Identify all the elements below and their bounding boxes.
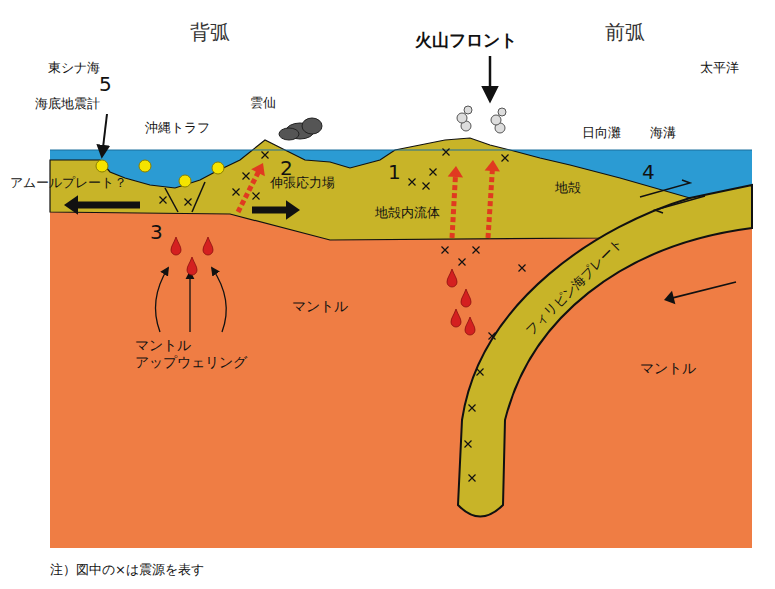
hypocenter-mark: [489, 333, 496, 340]
volcano-smoke: [457, 106, 506, 133]
layer-label: マントル: [292, 298, 348, 315]
hypocenter-mark: [409, 179, 416, 186]
volcano-smoke: [464, 106, 472, 114]
markers: [64, 149, 736, 482]
arrow-head: [64, 195, 78, 215]
arrow-head: [448, 166, 463, 177]
plate-label: アムールプレート？: [10, 175, 127, 191]
caption: 注）図中の×は震源を表す: [50, 562, 204, 578]
extension-arrow: [252, 207, 289, 214]
place-label: 太平洋: [700, 60, 739, 76]
hypocenter-mark: [443, 149, 450, 156]
magma-drop: [451, 309, 461, 327]
callout-number: 4: [642, 160, 655, 184]
eruption-cloud: [279, 128, 299, 140]
upwelling-arrows: [212, 268, 226, 332]
hypocenter-mark: [459, 259, 466, 266]
seafloor-seismometer: [179, 175, 191, 187]
volcano-smoke: [457, 113, 467, 123]
volcano-smoke: [491, 115, 501, 125]
eruption-cloud: [279, 118, 322, 140]
upwelling-arrows: [189, 272, 190, 332]
region-label: 前弧: [605, 20, 645, 44]
hypocenter-mark: [430, 169, 437, 176]
magma-drop: [465, 317, 475, 335]
sea-surface: [50, 150, 752, 151]
hypocenter-mark: [233, 189, 240, 196]
place-label: 海溝: [650, 125, 676, 141]
philippine-sea-plate: [458, 185, 752, 517]
place-label: 沖縄トラフ: [145, 120, 210, 136]
crust: [50, 138, 690, 240]
hypocenter-mark: [469, 475, 476, 482]
fluid-arrow: [452, 175, 456, 238]
seafloor-seismometer: [139, 160, 151, 172]
magma-drop: [447, 269, 457, 287]
seafloor-seismometer: [212, 162, 224, 174]
plate-motion-arrow: [672, 282, 736, 298]
place-label: 東シナ海: [48, 60, 100, 76]
hypocenter-mark: [442, 247, 449, 254]
extension-arrow: [75, 202, 140, 209]
region-label: 背弧: [190, 20, 230, 44]
hypocenter-mark: [185, 199, 192, 206]
callout-number: 3: [150, 220, 163, 244]
layer-label: マントル: [640, 360, 696, 377]
region-label: 火山フロント: [415, 30, 517, 50]
hypocenter-mark: [243, 173, 250, 180]
arrow-head: [664, 291, 675, 305]
fluid-label: 地殻内流体: [375, 205, 440, 221]
hypocenter-mark: [262, 152, 269, 159]
eruption-cloud: [302, 118, 322, 134]
layer-label: 地殻: [555, 180, 581, 196]
fluid-arrow: [238, 171, 259, 212]
arrow-head: [286, 200, 300, 220]
place-label: 雲仙: [250, 95, 276, 111]
normal-faults: [165, 188, 178, 212]
hypocenter-mark: [465, 441, 472, 448]
place-label: 日向灘: [582, 125, 621, 141]
hypocenter-mark: [477, 369, 484, 376]
fluid-arrow: [488, 169, 492, 238]
hypocenter-mark: [469, 405, 476, 412]
process-label: マントル アップウェリング: [135, 337, 265, 371]
hypocenter-mark: [473, 247, 480, 254]
hypocenter-mark: [502, 155, 509, 162]
hypocenter-mark: [253, 193, 260, 200]
callout-number: 5: [99, 72, 112, 96]
hypocenter-mark: [519, 265, 526, 272]
magma-drop: [171, 237, 181, 255]
magma-drop: [203, 237, 213, 255]
seafloor-seismometer: [96, 160, 108, 172]
arrow-head: [485, 160, 500, 171]
instrument-label: 海底地震計: [35, 96, 100, 112]
magma-drop: [461, 289, 471, 307]
seismometer-leader: [102, 114, 107, 156]
volcanic-front-arrow: [489, 56, 492, 100]
hypocenter-mark: [423, 183, 430, 190]
volcano-smoke: [498, 108, 506, 116]
magma-drop: [187, 257, 197, 275]
upwelling-arrows: [156, 268, 227, 332]
callout-number: 1: [388, 160, 401, 184]
stress-label: 伸張応力場: [270, 175, 335, 191]
fault-motion: [655, 196, 705, 213]
arrow-head: [251, 163, 265, 176]
upwelling-arrows: [156, 268, 169, 332]
fault-motion: [640, 180, 705, 213]
normal-faults: [192, 182, 205, 212]
hypocenter-mark: [160, 197, 167, 204]
